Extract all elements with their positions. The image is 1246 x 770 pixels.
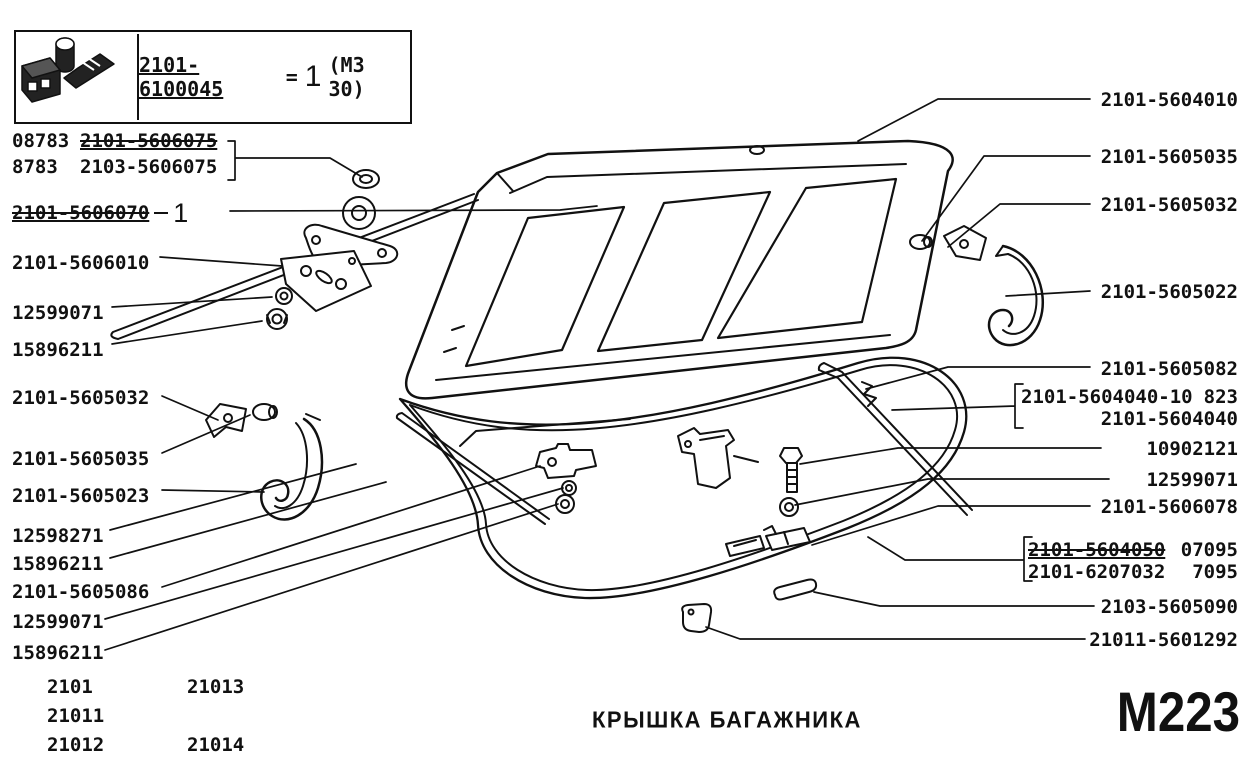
part-label: 15896211 bbox=[12, 339, 104, 361]
part-label: 15896211 bbox=[12, 553, 104, 575]
hinge-arm-left-drawing bbox=[260, 413, 324, 521]
part-label: 2101-5605035 bbox=[12, 448, 150, 470]
latch-bracket-drawing bbox=[677, 427, 759, 489]
header-separator: = bbox=[285, 65, 298, 89]
part-label: 2101-5605032 bbox=[12, 387, 150, 409]
part-label: 2101-5605032 bbox=[1100, 194, 1238, 216]
torsion-rod-right bbox=[817, 362, 973, 516]
dash bbox=[154, 212, 169, 214]
model-code: 21011 bbox=[47, 705, 105, 727]
page-title: КРЫШКА БАГАЖНИКА bbox=[592, 706, 862, 733]
header-reference-box: 2101-6100045 = 1 (М3 30) bbox=[14, 30, 412, 124]
leader-lines bbox=[104, 98, 1110, 651]
nut-center-drawing bbox=[555, 494, 575, 514]
part-label: 2101-5605035 bbox=[1100, 146, 1238, 168]
hinge-bracket-left-drawing bbox=[205, 403, 247, 438]
lock-kit-icon bbox=[16, 32, 137, 122]
part-label: 10902121 bbox=[1146, 438, 1238, 460]
lock-bracket-plate-drawing bbox=[280, 250, 372, 312]
part-label: 12599071 bbox=[12, 611, 104, 633]
part-label: 21011-5601292 bbox=[1089, 629, 1238, 651]
model-code: 21013 bbox=[187, 676, 245, 698]
part-label: 2101-5606078 bbox=[1100, 496, 1238, 518]
model-code: 2101 bbox=[47, 676, 93, 698]
trunk-lid-drawing bbox=[405, 139, 954, 400]
buffer-right-drawing bbox=[909, 234, 933, 250]
header-figure-ref: (М3 30) bbox=[328, 53, 365, 101]
part-label: 15896211 bbox=[12, 642, 104, 664]
model-code: 21014 bbox=[187, 734, 245, 756]
header-reference-text: 2101-6100045 = 1 (М3 30) bbox=[139, 53, 410, 101]
nut-bolt-drawing bbox=[779, 497, 799, 517]
lock-catch-drawing bbox=[725, 525, 811, 557]
part-label: 2101-5605086 bbox=[12, 581, 150, 603]
nut-left-drawing bbox=[266, 308, 288, 330]
part-label: 2101-5604040 bbox=[1100, 408, 1238, 430]
rubber-strip-drawing bbox=[773, 578, 818, 601]
part-label: 2103-5605090 bbox=[1100, 596, 1238, 618]
part-label: 12599071 bbox=[12, 302, 104, 324]
plug-cap-drawing bbox=[681, 603, 713, 633]
part-label: 2101-5605022 bbox=[1100, 281, 1238, 303]
washer-center-drawing bbox=[561, 480, 577, 496]
washer-left-drawing bbox=[275, 287, 293, 305]
header-quantity: 1 bbox=[304, 60, 322, 93]
hinge-arm-right-drawing bbox=[987, 244, 1045, 347]
weatherstrip-seal-drawing bbox=[398, 356, 968, 600]
part-label: 12599071 bbox=[1146, 469, 1238, 491]
part-label: 2101-5604010 bbox=[1100, 89, 1238, 111]
buffer-left-drawing bbox=[252, 403, 278, 421]
model-code: 21012 bbox=[47, 734, 105, 756]
part-label: 2101-5605082 bbox=[1100, 358, 1238, 380]
part-label: 2101-5606010 bbox=[12, 252, 150, 274]
part-label: 12598271 bbox=[12, 525, 104, 547]
grommet-drawing bbox=[352, 169, 380, 189]
hinge-bracket-right-drawing bbox=[943, 225, 987, 261]
header-box-divider bbox=[137, 34, 139, 120]
striker-plate-drawing bbox=[535, 443, 597, 479]
bolt-drawing bbox=[779, 447, 803, 493]
header-part-number: 2101-6100045 bbox=[139, 53, 224, 101]
figure-code: М223 bbox=[1116, 680, 1240, 743]
part-label: 2101-5605023 bbox=[12, 485, 150, 507]
seal-clip-drawing bbox=[861, 381, 877, 407]
